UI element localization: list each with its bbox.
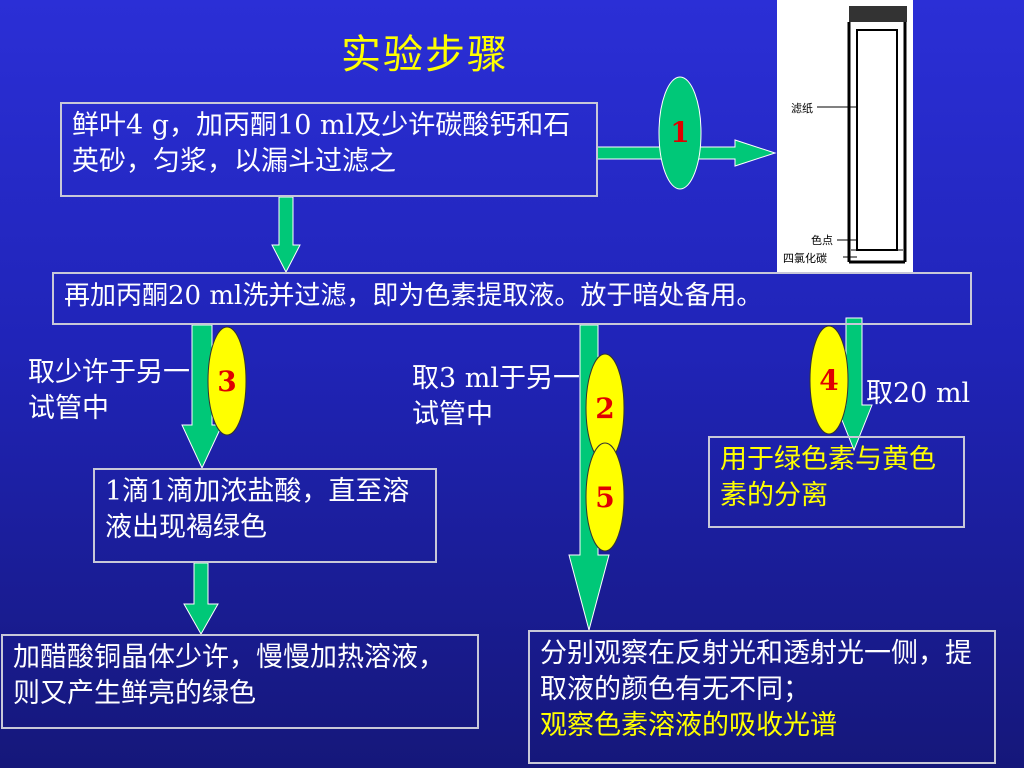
page-title: 实验步骤: [341, 32, 509, 78]
oval-4-number: 4: [819, 364, 839, 397]
step4-box: 加醋酸铜晶体少许，慢慢加热溶液，则又产生鲜亮的绿色: [1, 634, 479, 729]
step3-text: 1滴1滴加浓盐酸，直至溶液出现褐绿色: [105, 476, 410, 543]
step6-box: 用于绿色素与黄色素的分离: [708, 436, 965, 528]
oval-1-number: 1: [670, 116, 690, 149]
step3-box: 1滴1滴加浓盐酸，直至溶液出现褐绿色: [93, 468, 437, 563]
step1-box: 鲜叶4 g，加丙酮10 ml及少许碳酸钙和石英砂，匀浆，以漏斗过滤之: [60, 102, 598, 197]
step5-text-line1: 分别观察在反射光和透射光一侧，提取液的颜色有无不同；: [540, 638, 972, 705]
oval-5-number: 5: [595, 481, 615, 514]
right-take-label: 取20 ml: [866, 378, 971, 409]
oval-3-number: 3: [217, 365, 237, 398]
oval-5: [585, 442, 625, 552]
step5-text-line2: 观察色素溶液的吸收光谱: [540, 710, 837, 741]
left-take-label: 取少许于另一试管中: [28, 357, 190, 424]
arrow-step1-to-step2: [271, 196, 301, 274]
step2-text: 再加丙酮20 ml洗并过滤，即为色素提取液。放于暗处备用。: [64, 281, 763, 311]
step4-text: 加醋酸铜晶体少许，慢慢加热溶液，则又产生鲜亮的绿色: [13, 642, 445, 709]
filter-paper-label: 滤纸: [791, 102, 813, 115]
ccl4-label: 四氯化碳: [783, 252, 827, 265]
step6-text: 用于绿色素与黄色素的分离: [720, 444, 936, 511]
oval-1: [658, 76, 702, 190]
oval-4: [809, 325, 849, 435]
arrow-step3-to-step4: [183, 562, 219, 636]
step5-box: 分别观察在反射光和透射光一侧，提取液的颜色有无不同； 观察色素溶液的吸收光谱: [528, 630, 996, 764]
step2-box: 再加丙酮20 ml洗并过滤，即为色素提取液。放于暗处备用。: [52, 272, 972, 325]
step1-text: 鲜叶4 g，加丙酮10 ml及少许碳酸钙和石英砂，匀浆，以漏斗过滤之: [72, 110, 571, 177]
tube-drawing: [817, 6, 907, 264]
mid-take-label: 取3 ml于另一试管中: [412, 363, 580, 430]
color-spot-label: 色点: [811, 234, 833, 247]
chromatography-tube-image: 滤纸 色点 四氯化碳: [777, 0, 913, 272]
tube-cap: [849, 6, 907, 22]
oval-2-number: 2: [595, 392, 615, 425]
oval-3: [207, 326, 247, 436]
